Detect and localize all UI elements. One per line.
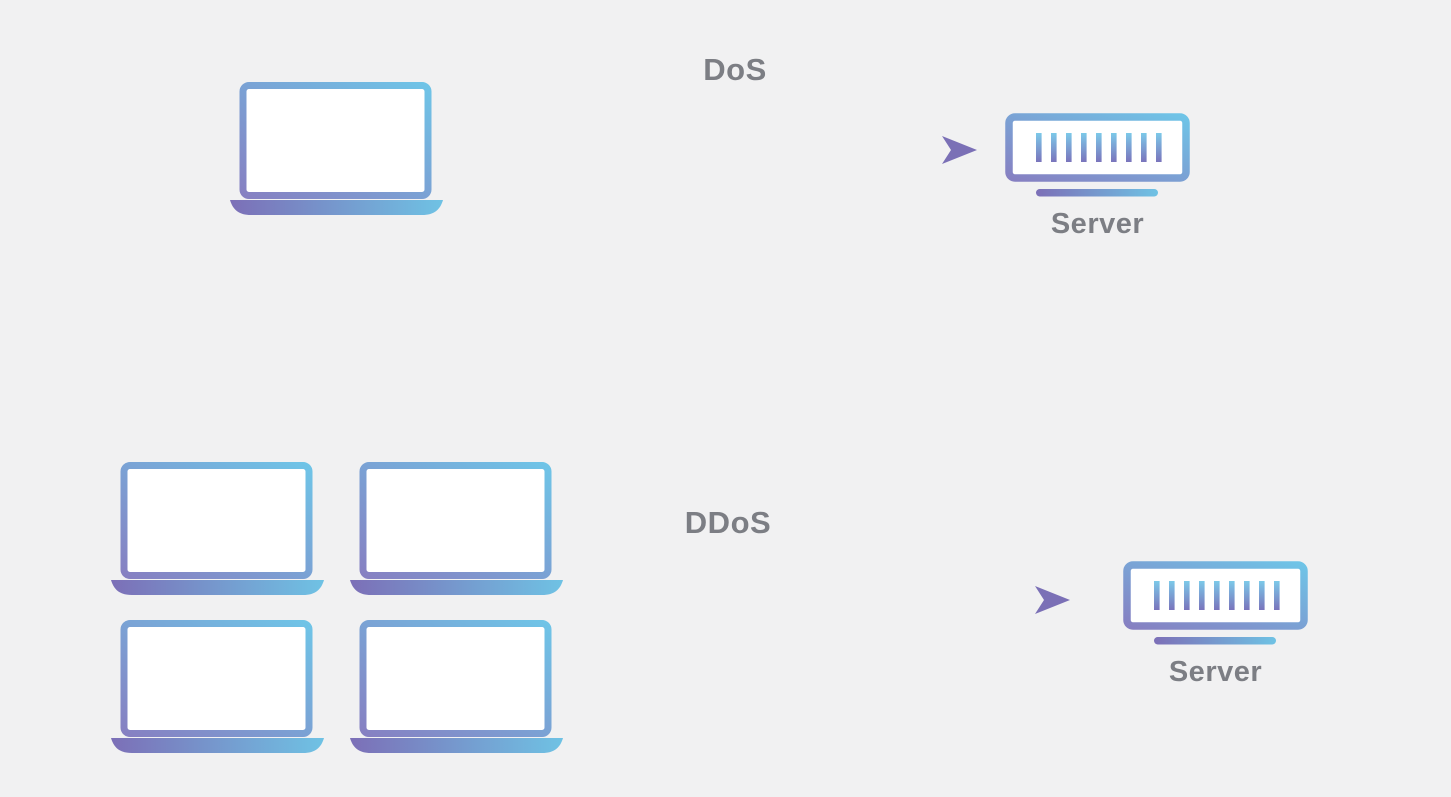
server-icon bbox=[1005, 113, 1190, 197]
laptop-icon bbox=[111, 618, 324, 753]
server-label: Server bbox=[1050, 208, 1145, 240]
dos-arrow-icon bbox=[485, 134, 977, 166]
laptop-icon bbox=[230, 80, 443, 215]
ddos-label: DDoS bbox=[684, 505, 772, 540]
server-label: Server bbox=[1168, 656, 1263, 688]
server: Server bbox=[1123, 561, 1308, 689]
dos-label: DoS bbox=[703, 52, 767, 87]
laptop-icon bbox=[350, 460, 563, 595]
server-icon bbox=[1123, 561, 1308, 645]
laptop-icon bbox=[111, 460, 324, 595]
laptop-icon bbox=[350, 618, 563, 753]
ddos-arrow-icon bbox=[578, 584, 1070, 616]
server: Server bbox=[1005, 113, 1190, 241]
